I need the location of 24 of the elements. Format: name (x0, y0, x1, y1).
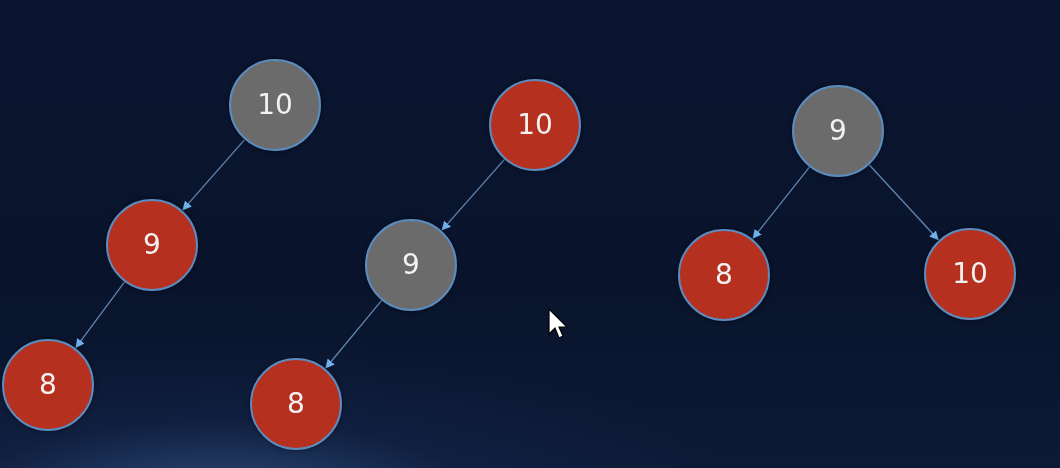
tree-node (106, 199, 198, 291)
node-value: 10 (952, 260, 988, 288)
node-value: 8 (287, 390, 305, 418)
tree-node (678, 229, 770, 321)
node-value: 8 (39, 371, 57, 399)
arrow (868, 164, 939, 241)
tree-node (792, 85, 884, 177)
tree-node (250, 358, 342, 450)
node-value: 10 (257, 91, 293, 119)
tree-node (489, 79, 581, 171)
tree-node (924, 228, 1016, 320)
tree-node (365, 219, 457, 311)
arrow (441, 158, 506, 231)
arrow (325, 299, 383, 369)
node-value: 9 (143, 231, 161, 259)
arrow (752, 166, 811, 239)
tree-node (229, 59, 321, 151)
node-value: 9 (829, 117, 847, 145)
arrow (182, 138, 246, 211)
node-value: 8 (715, 261, 733, 289)
arrow (75, 281, 126, 348)
node-value: 10 (517, 111, 553, 139)
node-value: 9 (402, 251, 420, 279)
tree-node (2, 339, 94, 431)
